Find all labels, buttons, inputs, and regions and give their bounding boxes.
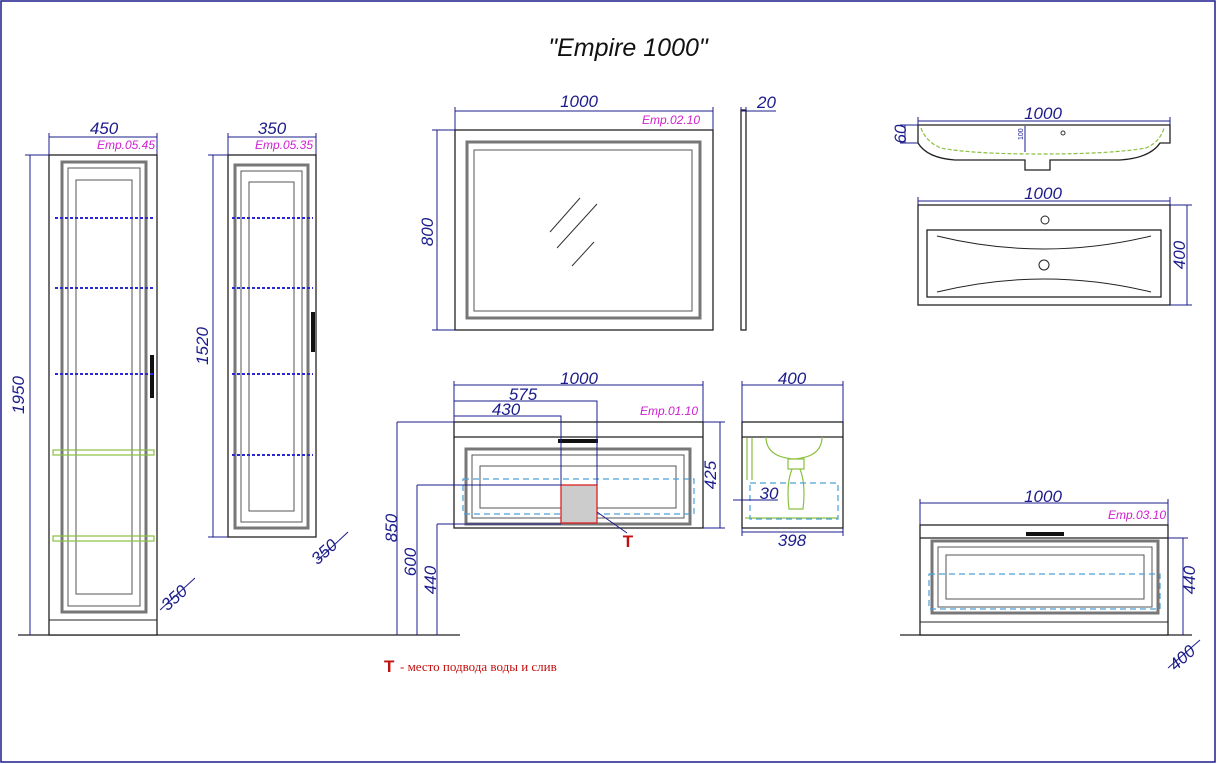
plumbing-zone	[560, 484, 598, 524]
dim-width: 350	[258, 119, 287, 138]
door-handle	[311, 312, 315, 352]
plumbing-marker: T	[623, 532, 634, 551]
dim-height: 425	[701, 460, 720, 489]
drawer-handle	[558, 439, 598, 443]
small-note: 100	[1018, 128, 1025, 140]
mirror: 1000 Emp.02.10 800 20	[418, 92, 776, 331]
dim-depth: 400	[1165, 641, 1199, 674]
legend-marker: T	[384, 657, 395, 676]
product-code: Emp.01.10	[640, 404, 698, 418]
dim-440: 440	[421, 565, 440, 594]
dim-height: 800	[418, 217, 437, 246]
dim-side-height: 60	[891, 124, 910, 143]
product-code: Emp.03.10	[1108, 508, 1166, 522]
dim-depth: 400	[778, 369, 807, 388]
legend: T - место подвода воды и слив	[384, 657, 557, 676]
dim-top-width: 1000	[1024, 184, 1062, 203]
dim-width: 1000	[560, 92, 598, 111]
tall-cabinet-450: 450 Emp.05.45 1950 350	[9, 119, 196, 636]
dim-height: 1520	[193, 327, 212, 365]
dim-width: 450	[90, 119, 119, 138]
dim-575: 575	[509, 385, 538, 404]
dim-30: 30	[760, 484, 779, 503]
dim-430: 430	[492, 400, 521, 419]
dim-top-depth: 400	[1170, 240, 1189, 269]
dim-width: 1000	[560, 369, 598, 388]
floor-vanity: 1000 Emp.03.10 440 400	[919, 487, 1201, 674]
product-code: Emp.05.35	[255, 138, 313, 152]
dim-side-width: 1000	[1024, 104, 1062, 123]
dim-height: 1950	[9, 376, 28, 414]
dim-bottom: 398	[778, 531, 807, 550]
vanity-side: 400 398 30	[733, 369, 844, 550]
dim-height: 440	[1180, 565, 1199, 594]
dim-850: 850	[382, 513, 401, 542]
product-code: Emp.05.45	[97, 138, 155, 152]
sink: 100 1000 60 1000 400	[891, 104, 1192, 306]
dim-width: 1000	[1024, 487, 1062, 506]
drawing-title: "Empire 1000"	[548, 34, 709, 62]
tall-cabinet-350: 350 Emp.05.35 1520 350	[193, 119, 349, 568]
dim-depth: 350	[307, 535, 341, 568]
product-code: Emp.02.10	[642, 113, 700, 127]
dim-600: 600	[401, 547, 420, 576]
vanity-front: T 1000 575 430 Emp.01.10 425 850 600 440	[382, 369, 725, 635]
mirror-side-view	[740, 109, 747, 331]
dim-thickness: 20	[756, 93, 776, 112]
door-handle	[150, 355, 154, 398]
drawer-handle	[1026, 532, 1064, 536]
legend-text: - место подвода воды и слив	[400, 659, 557, 674]
